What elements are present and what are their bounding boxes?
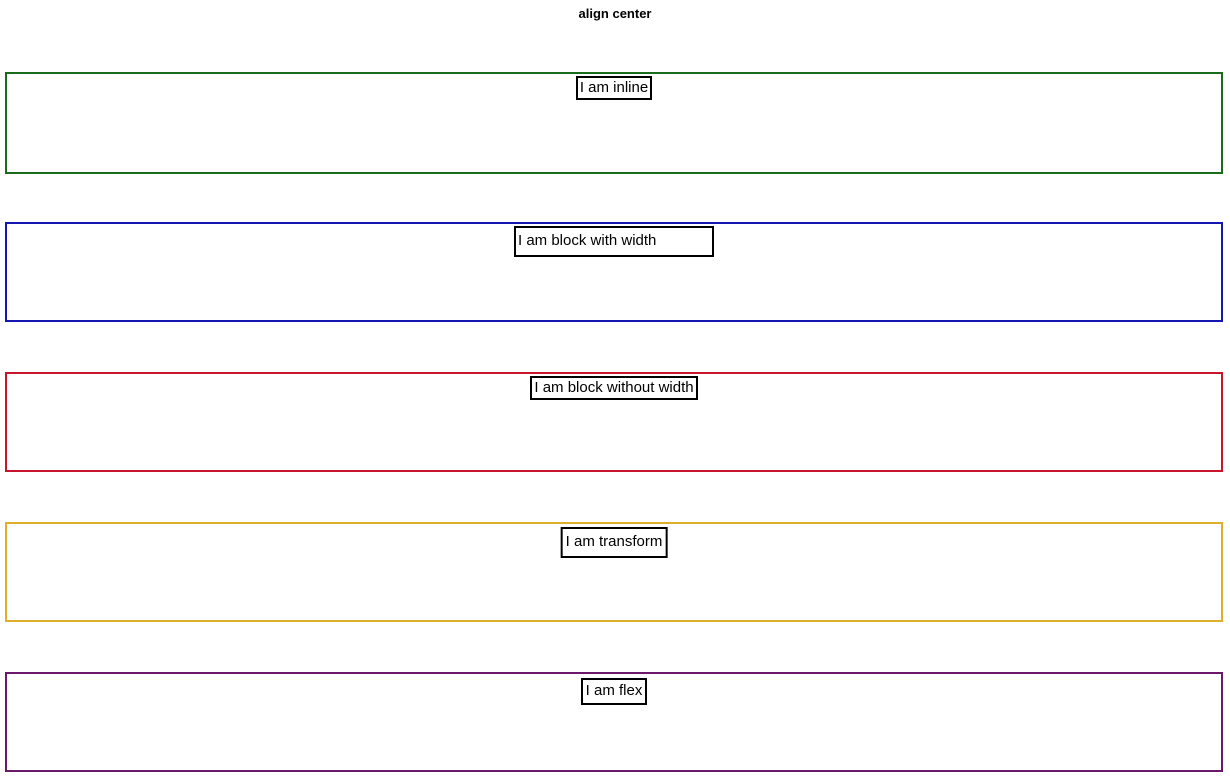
- container-flex: I am flex: [5, 672, 1223, 772]
- container-transform: I am transform: [5, 522, 1223, 622]
- container-inline: I am inline: [5, 72, 1223, 174]
- box-block-without-width: I am block without width: [530, 376, 698, 400]
- container-block-without-width: I am block without width: [5, 372, 1223, 472]
- box-flex: I am flex: [580, 678, 648, 705]
- container-block-with-width: I am block with width: [5, 222, 1223, 322]
- page-title: align center: [578, 6, 652, 21]
- box-transform: I am transform: [560, 527, 668, 558]
- box-inline: I am inline: [575, 76, 653, 100]
- box-block-with-width: I am block with width: [514, 226, 714, 257]
- transform-wrapper: I am transform: [7, 524, 1221, 620]
